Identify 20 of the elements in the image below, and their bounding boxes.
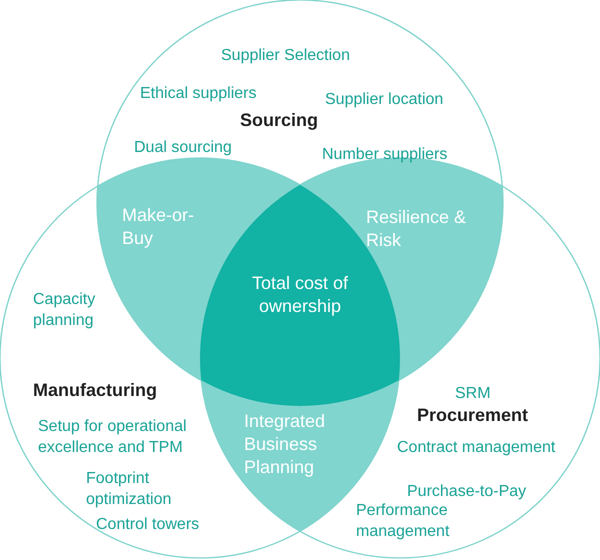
topic-label: SRM [455,384,492,404]
topic-label: Setup for operational excellence and TPM [38,417,188,458]
topic-label: Dual sourcing [134,138,233,158]
topic-label: Supplier location [325,90,444,110]
topic-label: Capacity planning [33,290,96,331]
topic-label: Footprint optimization [86,469,172,510]
overlap-label: Integrated Business Planning [244,410,326,479]
overlap-label: Make-or-Buy [122,204,196,250]
overlap-label: Total cost of ownership [250,272,350,318]
circle-heading: Procurement [417,405,530,426]
topic-label: Performance management [356,501,450,542]
circle-heading: Sourcing [240,110,320,131]
topic-label: Contract management [397,438,556,458]
topic-label: Number suppliers [322,145,448,165]
topic-label: Supplier Selection [221,46,351,66]
overlap-label: Resilience & Risk [366,206,468,252]
topic-label: Ethical suppliers [140,84,258,104]
topic-label: Control towers [96,515,200,535]
topic-label: Purchase-to-Pay [407,482,528,502]
circle-heading: Manufacturing [33,380,158,401]
